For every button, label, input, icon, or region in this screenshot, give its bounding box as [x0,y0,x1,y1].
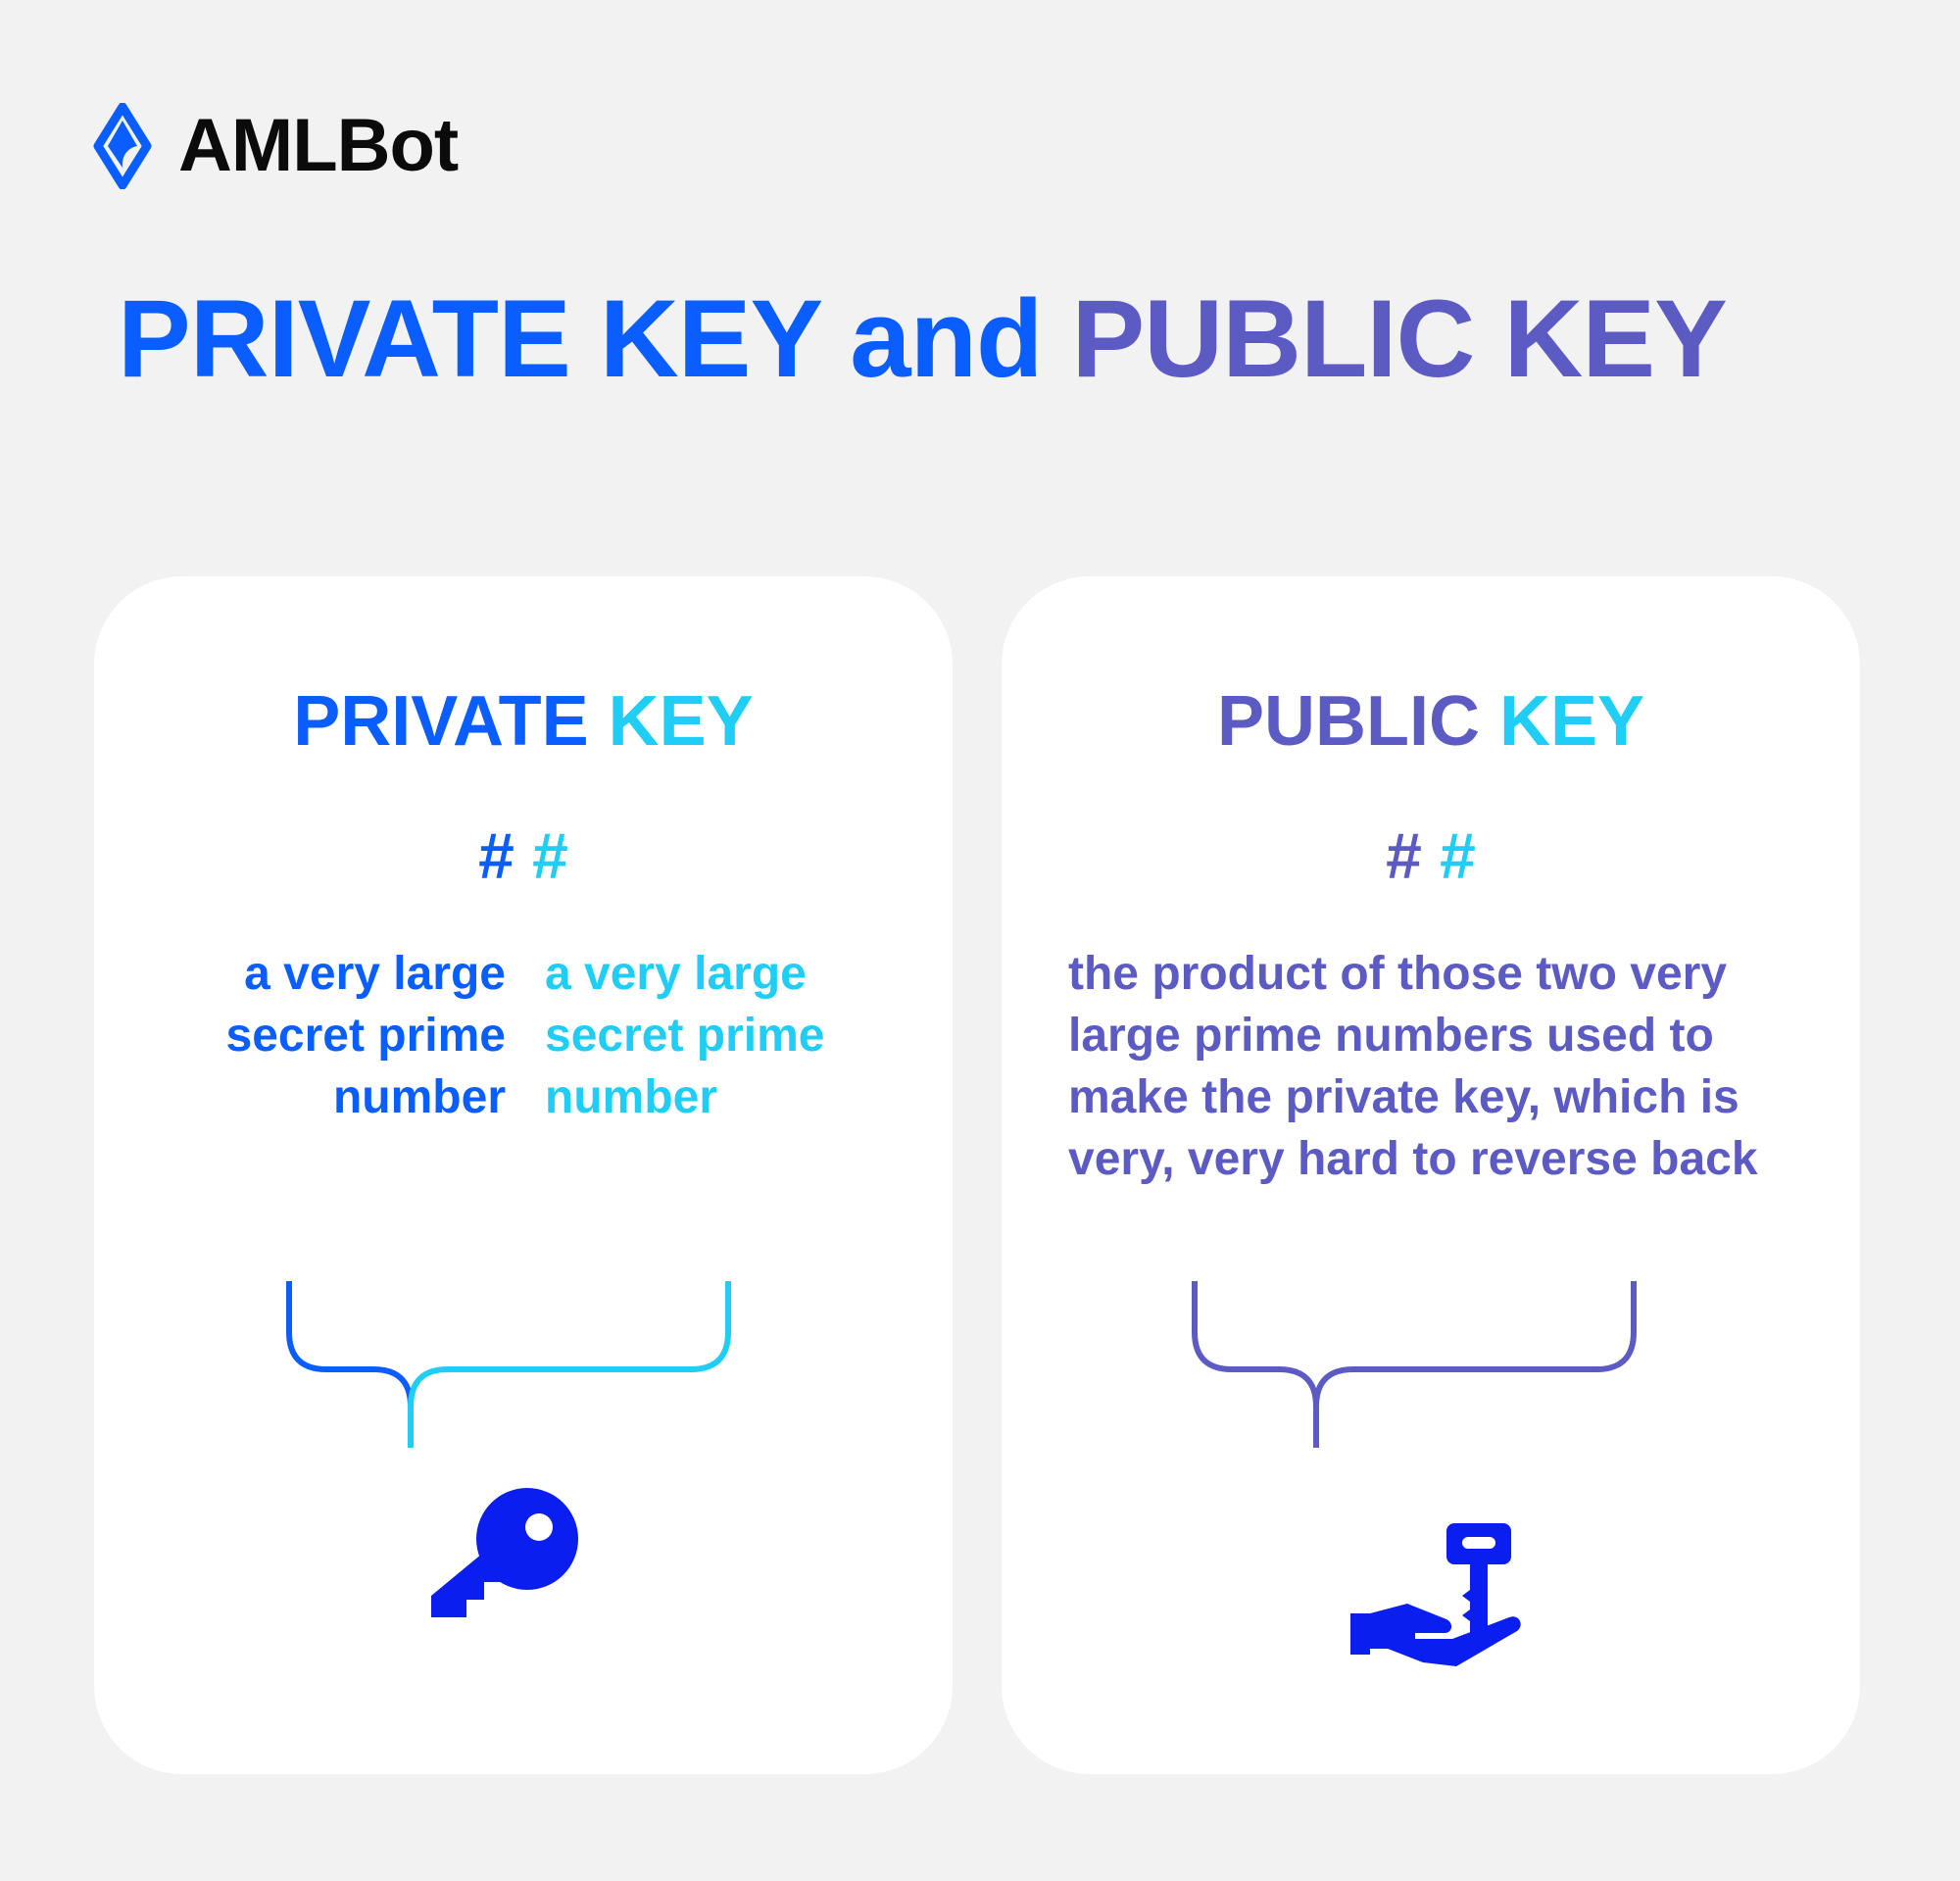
brand-logo: AMLBot [92,102,459,190]
public-hash-a: # [1386,819,1422,892]
private-title-word: PRIVATE [293,682,589,761]
private-key-card-title: PRIVATE KEY [94,686,953,757]
public-brace [1192,1281,1637,1448]
title-and: and [850,277,1043,400]
public-key-description: the product of those two very large prim… [1068,948,1758,1185]
private-brace [286,1281,731,1448]
public-brace-path [1192,1281,1637,1448]
public-key-card-title: PUBLIC KEY [1002,686,1860,757]
public-title-word: PUBLIC [1216,682,1480,761]
brand-name: AMLBot [178,104,459,187]
private-hash-a: # [478,819,514,892]
page-title: PRIVATE KEY and PUBLIC KEY [118,284,1728,394]
private-key-card: PRIVATE KEY # # a very large secret prim… [94,576,953,1774]
public-key-card: PUBLIC KEY # # the product of those two … [1002,576,1860,1774]
private-title-key-word: KEY [608,682,754,761]
public-hash-symbols: # # [1002,823,1860,888]
private-prime-a-text: a very large secret prime number [225,948,507,1123]
public-title-key-word: KEY [1498,682,1645,761]
public-hash-b: # [1440,819,1476,892]
private-hash-symbols: # # [94,823,953,888]
public-key-icon-wrap [1350,1523,1527,1695]
private-key-icon-wrap [431,1488,578,1640]
private-hash-b: # [532,819,568,892]
title-public-key: PUBLIC KEY [1071,277,1728,400]
key-icon [431,1488,578,1617]
title-private-key: PRIVATE KEY [118,277,821,400]
private-brace-left-half [286,1281,414,1448]
amlbot-logo-icon [93,103,152,189]
hand-holding-key-icon [1350,1523,1521,1666]
private-brace-right-half [408,1281,731,1448]
private-prime-b-text: a very large secret prime number [545,948,825,1123]
